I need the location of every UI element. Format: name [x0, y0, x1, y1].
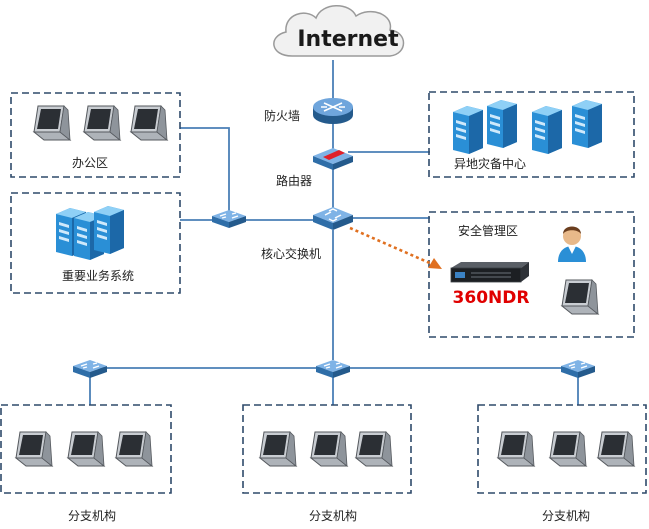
- firewall-label: 防火墙: [264, 108, 300, 123]
- laptop-icon: [549, 431, 587, 467]
- laptop-icon: [15, 431, 53, 467]
- laptop-icon: [33, 105, 71, 141]
- internet-cloud: Internet: [273, 5, 405, 57]
- laptop-icon: [67, 431, 105, 467]
- laptop-icon: [310, 431, 348, 467]
- security-zone: 安全管理区 360NDR: [428, 211, 635, 338]
- core-switch-icon: [313, 207, 353, 230]
- security-zone-label: 安全管理区: [458, 223, 518, 238]
- laptop-icon: [597, 431, 635, 467]
- internet-label: Internet: [297, 27, 399, 52]
- server-icon: [94, 206, 124, 254]
- office-zone: 办公区: [10, 92, 181, 178]
- access-switch-icon: [211, 209, 247, 229]
- laptop-icon: [259, 431, 297, 467]
- admin-user-icon: [558, 226, 586, 262]
- router-label: 路由器: [276, 173, 312, 188]
- server-icon: [572, 100, 602, 148]
- laptop-icon: [130, 105, 168, 141]
- branch-zone-2: 分支机构: [242, 404, 412, 523]
- branch-zone-3: 分支机构: [477, 404, 647, 523]
- branch-zone-1: 分支机构: [0, 404, 172, 523]
- disaster-recovery-zone: 异地灾备中心: [428, 91, 635, 178]
- router-icon: [313, 148, 353, 170]
- branch-switch-2-icon: [315, 359, 351, 379]
- laptop-icon: [115, 431, 153, 467]
- mirror-traffic-arrow: [349, 226, 442, 269]
- server-icon: [453, 106, 483, 154]
- firewall-icon: [313, 98, 353, 124]
- branch-2-label: 分支机构: [309, 508, 357, 523]
- ndr-label: 360NDR: [453, 288, 530, 308]
- server-icon: [532, 106, 562, 154]
- server-icon: [487, 100, 517, 148]
- branch-1-label: 分支机构: [68, 508, 116, 523]
- laptop-icon: [355, 431, 393, 467]
- ndr-appliance-icon: [450, 262, 529, 283]
- disaster-recovery-label: 异地灾备中心: [454, 156, 526, 171]
- core-switch-label: 核心交换机: [261, 246, 321, 261]
- office-label: 办公区: [72, 155, 108, 170]
- branch-3-label: 分支机构: [542, 508, 590, 523]
- business-label: 重要业务系统: [62, 268, 134, 283]
- business-zone: 重要业务系统: [10, 192, 181, 294]
- laptop-icon: [83, 105, 121, 141]
- branch-switch-1-icon: [72, 359, 108, 379]
- connection-lines: [89, 60, 579, 405]
- branch-switch-3-icon: [560, 359, 596, 379]
- laptop-icon: [497, 431, 535, 467]
- laptop-icon: [561, 279, 599, 315]
- link-access-office: [180, 127, 230, 212]
